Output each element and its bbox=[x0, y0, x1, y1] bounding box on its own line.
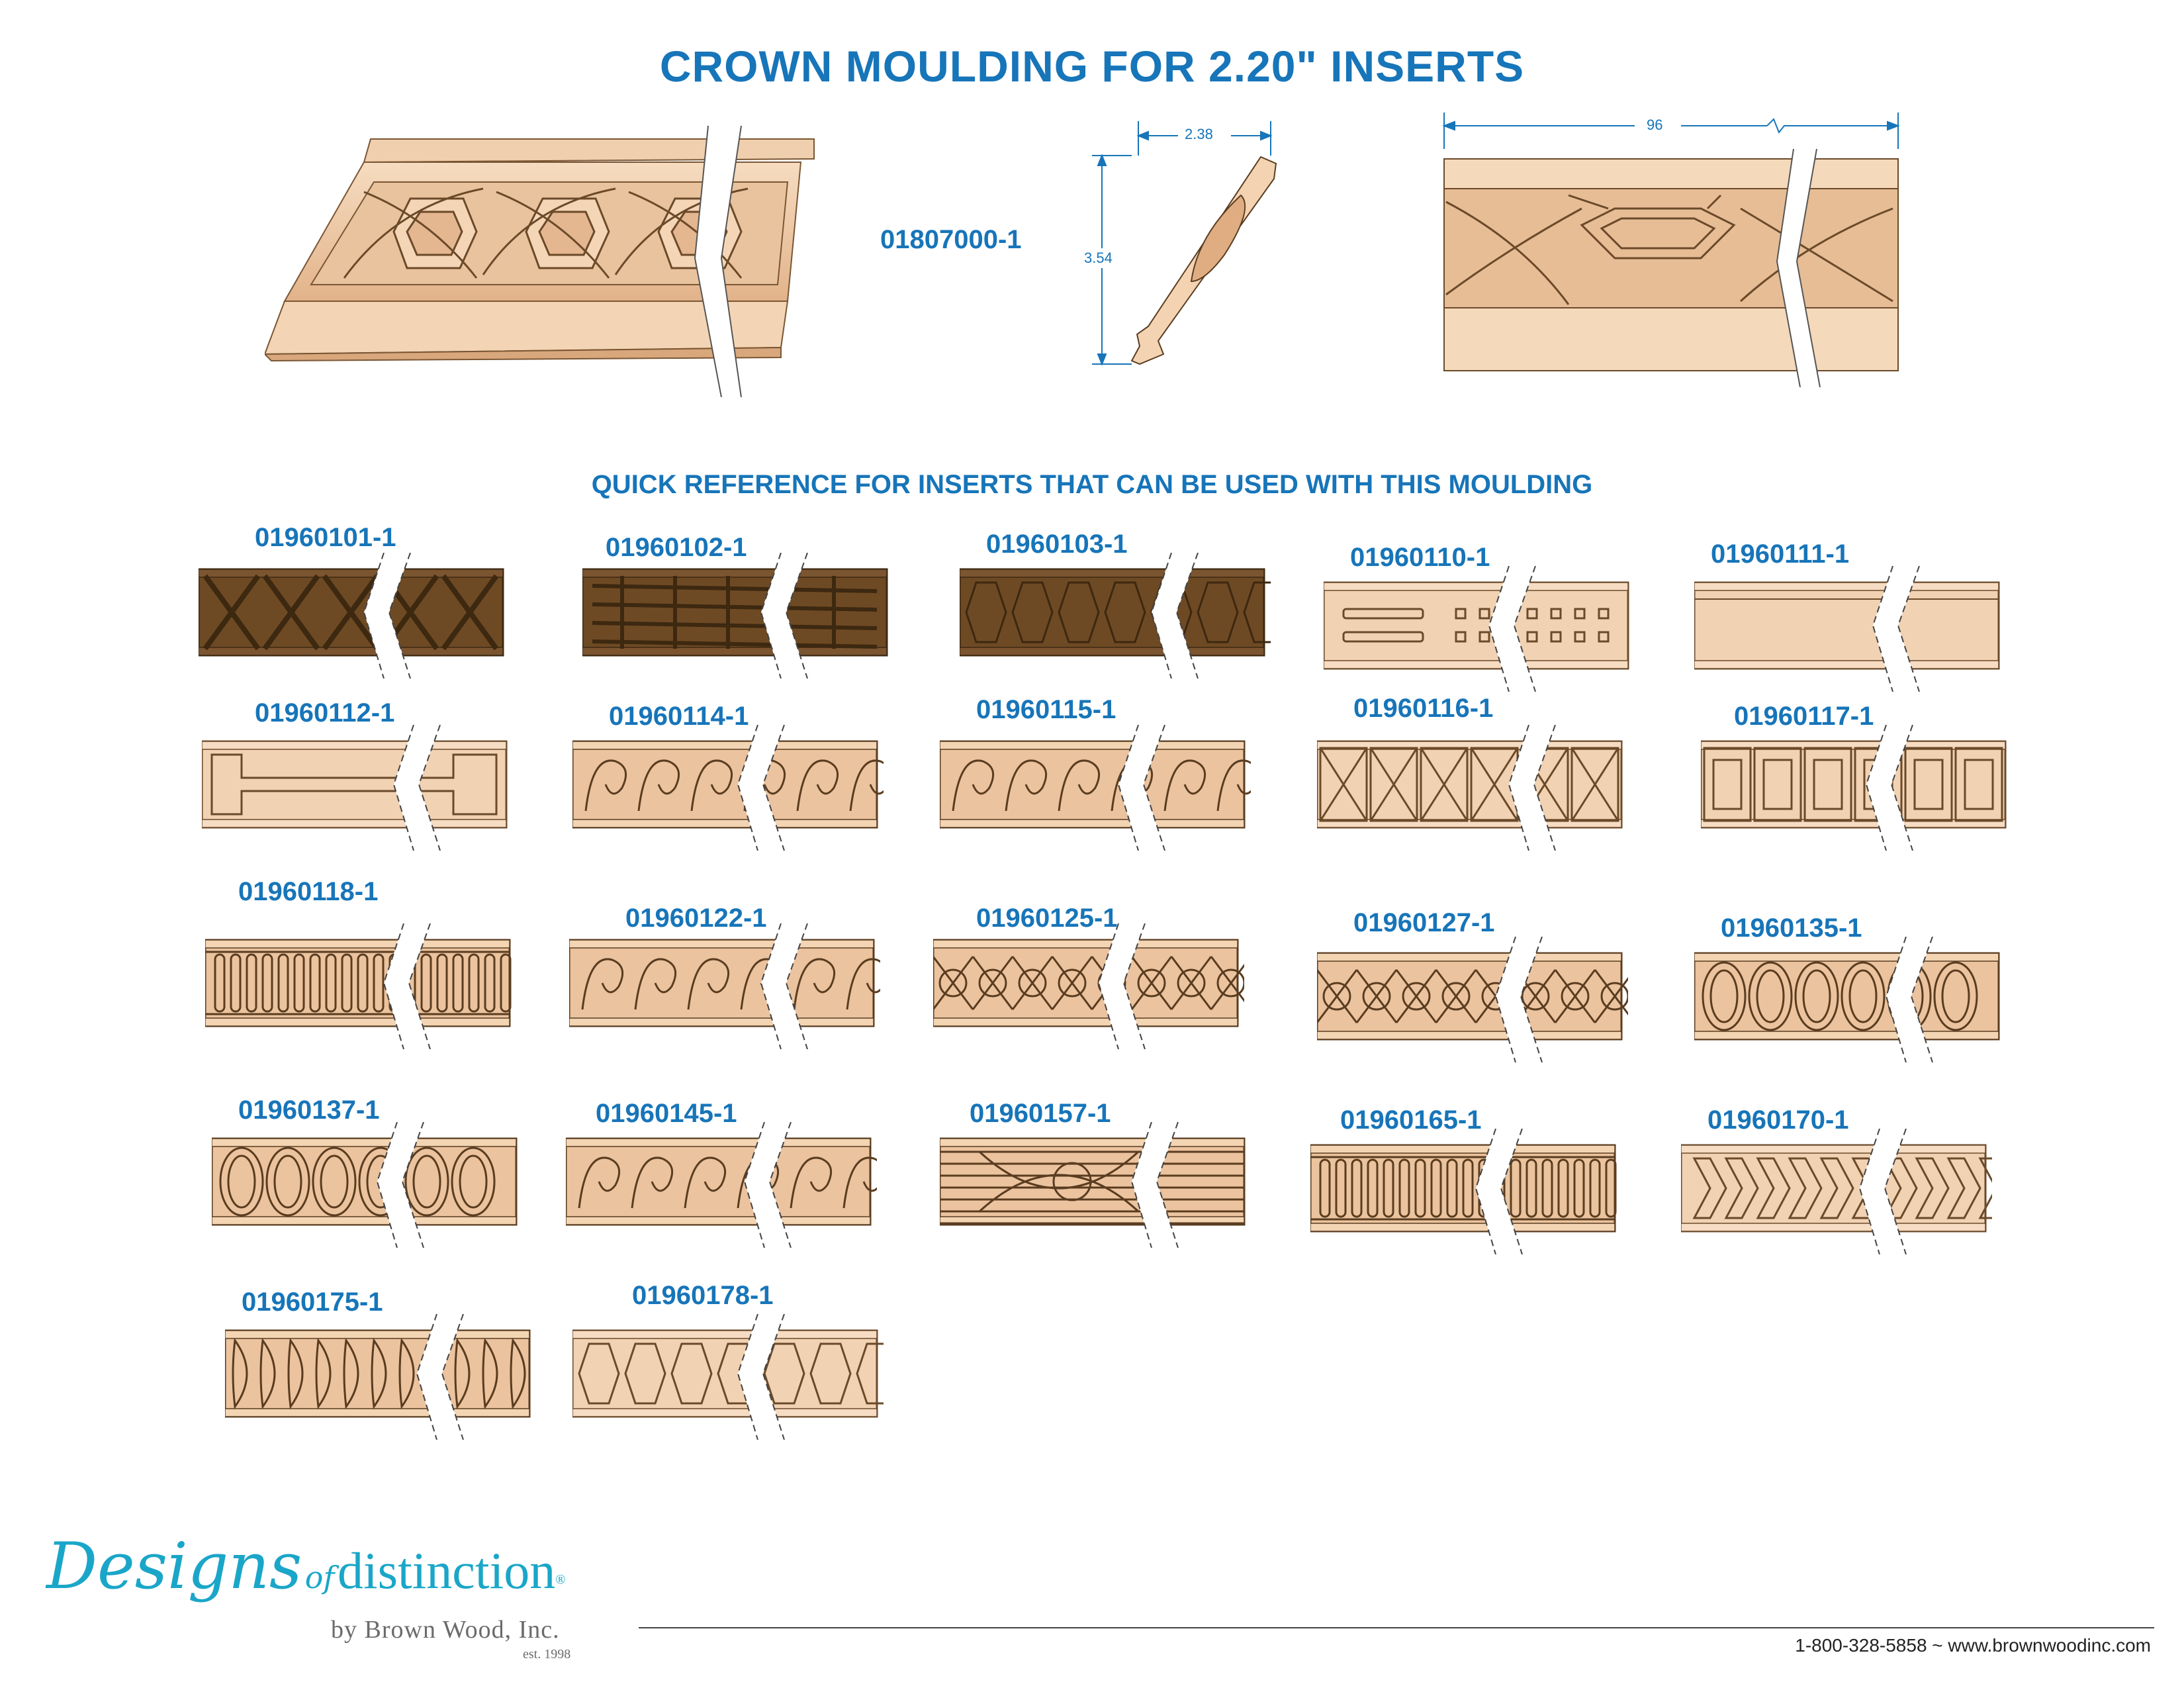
insert-part-number: 01960135-1 bbox=[1721, 914, 1862, 943]
insert-part-number: 01960111-1 bbox=[1711, 539, 1850, 569]
insert-image bbox=[205, 923, 516, 1049]
insert-image bbox=[202, 725, 513, 851]
insert-part-number: 01960102-1 bbox=[606, 533, 747, 562]
insert-part-number: 01960145-1 bbox=[596, 1099, 737, 1128]
insert-part-number: 01960122-1 bbox=[625, 904, 767, 933]
insert-part-number: 01960178-1 bbox=[632, 1281, 774, 1310]
logo-of-text: of bbox=[304, 1560, 335, 1595]
insert-image bbox=[1694, 937, 2005, 1062]
insert-part-number: 01960137-1 bbox=[238, 1096, 380, 1125]
footer-contact: 1-800-328-5858 ~ www.brownwoodinc.com bbox=[1795, 1635, 2151, 1656]
insert-image bbox=[1310, 1129, 1621, 1254]
insert-image bbox=[582, 553, 893, 679]
insert-part-number: 01960117-1 bbox=[1734, 702, 1874, 731]
main-part-number: 01807000-1 bbox=[880, 225, 1022, 254]
logo-company-name: by Brown Wood, Inc. bbox=[331, 1616, 560, 1644]
insert-part-number: 01960118-1 bbox=[238, 877, 379, 906]
insert-image bbox=[225, 1314, 536, 1440]
insert-part-number: 01960110-1 bbox=[1350, 543, 1490, 572]
insert-image bbox=[1694, 566, 2005, 692]
insert-image bbox=[572, 725, 884, 851]
insert-part-number: 01960157-1 bbox=[970, 1099, 1111, 1128]
moulding-profile-view: 2.38 3.54 bbox=[1066, 116, 1284, 377]
insert-part-number: 01960127-1 bbox=[1353, 908, 1495, 937]
insert-image bbox=[960, 553, 1271, 679]
insert-image bbox=[933, 923, 1244, 1049]
moulding-front-view: 96 bbox=[1436, 109, 1906, 391]
insert-part-number: 01960170-1 bbox=[1707, 1105, 1849, 1135]
dimension-height: 3.54 bbox=[1084, 250, 1113, 266]
insert-image bbox=[212, 1122, 523, 1248]
insert-part-number: 01960125-1 bbox=[976, 904, 1118, 933]
insert-image bbox=[1317, 937, 1628, 1062]
insert-part-number: 01960112-1 bbox=[255, 698, 395, 727]
insert-image bbox=[1324, 566, 1635, 692]
insert-image bbox=[940, 1122, 1251, 1248]
company-logo: Designs of distinction® bbox=[46, 1529, 565, 1603]
insert-part-number: 01960115-1 bbox=[976, 695, 1116, 724]
insert-part-number: 01960116-1 bbox=[1353, 694, 1494, 723]
insert-image bbox=[1317, 725, 1628, 851]
insert-part-number: 01960175-1 bbox=[242, 1288, 383, 1317]
moulding-perspective-view bbox=[263, 125, 841, 400]
logo-distinction-text: distinction bbox=[337, 1542, 556, 1599]
dimension-length: 96 bbox=[1647, 117, 1663, 133]
insert-part-number: 01960103-1 bbox=[986, 530, 1128, 559]
insert-part-number: 01960101-1 bbox=[255, 523, 396, 552]
logo-script-text: Designs bbox=[46, 1529, 302, 1603]
insert-image bbox=[566, 1122, 877, 1248]
insert-image bbox=[940, 725, 1251, 851]
insert-part-number: 01960165-1 bbox=[1340, 1105, 1482, 1135]
logo-established: est. 1998 bbox=[523, 1647, 571, 1662]
insert-image bbox=[572, 1314, 884, 1440]
footer-divider bbox=[639, 1627, 2154, 1628]
page-title: CROWN MOULDING FOR 2.20" INSERTS bbox=[659, 42, 1525, 91]
insert-image bbox=[1701, 725, 2012, 851]
dimension-depth: 2.38 bbox=[1185, 126, 1213, 142]
inserts-section-title: QUICK REFERENCE FOR INSERTS THAT CAN BE … bbox=[591, 470, 1593, 499]
insert-image bbox=[569, 923, 880, 1049]
insert-image bbox=[199, 553, 510, 679]
logo-registered-mark: ® bbox=[555, 1572, 566, 1587]
insert-part-number: 01960114-1 bbox=[609, 702, 749, 731]
insert-image bbox=[1681, 1129, 1992, 1254]
